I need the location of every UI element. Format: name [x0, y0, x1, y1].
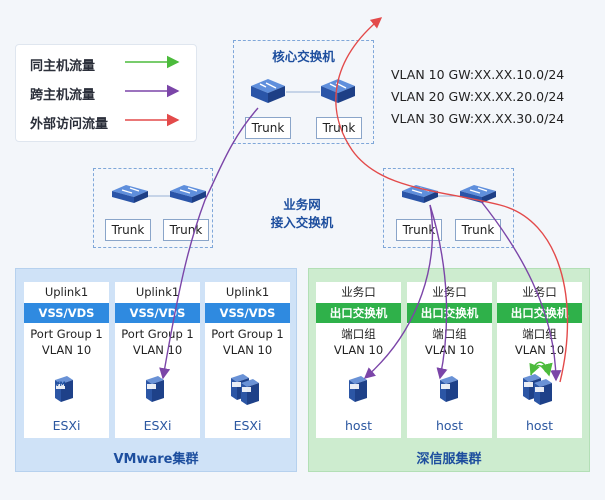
vmware-host-1: Uplink1 VSS/VDS Port Group 1 VLAN 10 ESX… [24, 282, 109, 438]
gateway-vlan10: VLAN 10 GW:XX.XX.10.0/24 [391, 67, 565, 82]
vlan-label: VLAN 10 [333, 343, 384, 357]
vmware-cluster-title: VMware集群 [113, 452, 199, 467]
vlan-label: VLAN 10 [41, 343, 92, 357]
vm-badge: VM [55, 381, 66, 388]
sangfor-host-2: 业务口 出口交换机 端口组 VLAN 10 host [407, 282, 492, 438]
vswitch-bar: VSS/VDS [205, 303, 290, 323]
host-name: host [526, 418, 553, 433]
uplink-label: Uplink1 [24, 282, 109, 302]
host-name: host [436, 418, 463, 433]
egress-switch-bar: 出口交换机 [497, 303, 582, 323]
uplink-label: Uplink1 [115, 282, 200, 302]
port-group-label: Port Group 1 [121, 327, 194, 341]
access-title-line2: 接入交换机 [270, 215, 334, 230]
host-name: ESXi [143, 418, 172, 433]
core-trunk-left: Trunk [245, 117, 291, 139]
core-trunk-right: Trunk [316, 117, 362, 139]
access-title-line1: 业务网 [283, 197, 321, 212]
access-left-trunk-2: Trunk [163, 219, 209, 241]
vmware-host-3: Uplink1 VSS/VDS Port Group 1 VLAN 10 ESX… [205, 282, 290, 438]
access-right-trunk-2: Trunk [455, 219, 501, 241]
vmware-host-2: Uplink1 VSS/VDS Port Group 1 VLAN 10 ESX… [115, 282, 200, 438]
uplink-label: Uplink1 [205, 282, 290, 302]
vlan-label: VLAN 10 [222, 343, 273, 357]
port-group-label: Port Group 1 [211, 327, 284, 341]
service-port-label: 业务口 [497, 282, 582, 302]
gateway-vlan20: VLAN 20 GW:XX.XX.20.0/24 [391, 89, 565, 104]
port-group-label: 端口组 [522, 327, 557, 341]
host-name: ESXi [52, 418, 81, 433]
vlan-label: VLAN 10 [132, 343, 183, 357]
legend-label-external: 外部访问流量 [30, 117, 109, 132]
port-group-label: 端口组 [341, 327, 376, 341]
vswitch-bar: VSS/VDS [115, 303, 200, 323]
core-switch-title: 核心交换机 [272, 49, 335, 64]
sangfor-host-3: 业务口 出口交换机 端口组 VLAN 10 host [497, 282, 582, 438]
sangfor-host-1: 业务口 出口交换机 端口组 VLAN 10 host [316, 282, 401, 438]
access-right-trunk-1: Trunk [396, 219, 442, 241]
vlan-label: VLAN 10 [424, 343, 475, 357]
vlan-label: VLAN 10 [514, 343, 565, 357]
service-port-label: 业务口 [316, 282, 401, 302]
access-left-trunk-1: Trunk [105, 219, 151, 241]
vswitch-bar: VSS/VDS [24, 303, 109, 323]
host-name: ESXi [233, 418, 262, 433]
gateway-list: VLAN 10 GW:XX.XX.10.0/24 VLAN 20 GW:XX.X… [391, 64, 564, 130]
egress-switch-bar: 出口交换机 [316, 303, 401, 323]
legend-label-cross-host: 跨主机流量 [30, 88, 96, 103]
service-port-label: 业务口 [407, 282, 492, 302]
egress-switch-bar: 出口交换机 [407, 303, 492, 323]
access-switch-title: 业务网 接入交换机 [252, 196, 352, 232]
legend-label-same-host: 同主机流量 [30, 59, 96, 74]
port-group-label: 端口组 [432, 327, 467, 341]
sangfor-cluster-title: 深信服集群 [416, 452, 482, 467]
gateway-vlan30: VLAN 30 GW:XX.XX.30.0/24 [391, 111, 565, 126]
port-group-label: Port Group 1 [30, 327, 103, 341]
host-name: host [345, 418, 372, 433]
